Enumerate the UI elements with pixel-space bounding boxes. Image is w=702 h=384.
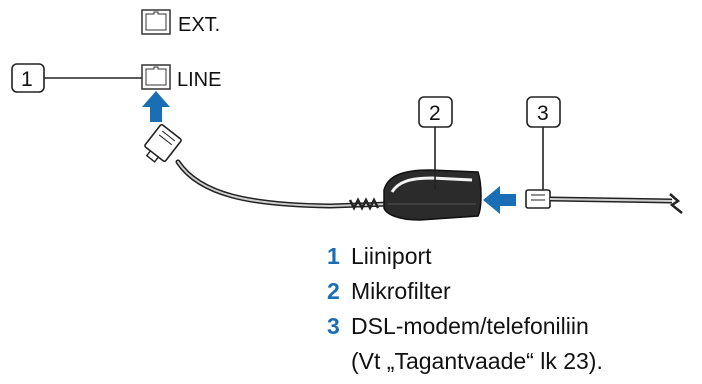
ext-port-label: EXT. — [178, 14, 220, 36]
callout-3: 3 — [526, 96, 561, 128]
line-port-label: LINE — [177, 69, 221, 91]
callout-1: 1 — [11, 63, 45, 93]
legend-number: 1 — [327, 243, 340, 269]
callout-2: 2 — [418, 96, 453, 128]
cable-break-icon — [669, 193, 683, 214]
microfilter-icon — [383, 169, 482, 221]
legend: 1 Liiniport 2 Mikrofilter 3 DSL-modem/te… — [327, 243, 603, 383]
cable-strain-relief — [348, 197, 380, 211]
legend-text: Liiniport — [351, 243, 432, 269]
filter-cable-highlight — [177, 161, 391, 208]
callout-3-number: 3 — [537, 102, 549, 125]
dsl-line-cable-highlight — [549, 198, 673, 202]
legend-item: 2 Mikrofilter — [327, 278, 603, 313]
legend-text: Mikrofilter — [351, 278, 451, 304]
dsl-line-plug-icon — [525, 189, 551, 209]
rj11-plug-icon — [144, 123, 182, 163]
insert-up-arrow-icon — [142, 91, 170, 122]
ext-port-icon — [141, 9, 171, 35]
legend-number: 3 — [327, 313, 340, 339]
connection-diagram: EXT. 1 LINE 2 — [11, 9, 683, 221]
legend-item: 1 Liiniport — [327, 243, 603, 278]
legend-text: DSL-modem/telefoniliin — [351, 313, 589, 339]
legend-cross-reference: (Vt „Tagantvaade“ lk 23). — [351, 348, 603, 374]
legend-item: 3 DSL-modem/telefoniliin — [327, 313, 603, 348]
callout-1-number: 1 — [21, 68, 33, 91]
callout-2-number: 2 — [429, 102, 441, 125]
insert-left-arrow-icon — [483, 186, 516, 214]
line-port-icon — [141, 64, 171, 90]
legend-number: 2 — [327, 278, 340, 304]
